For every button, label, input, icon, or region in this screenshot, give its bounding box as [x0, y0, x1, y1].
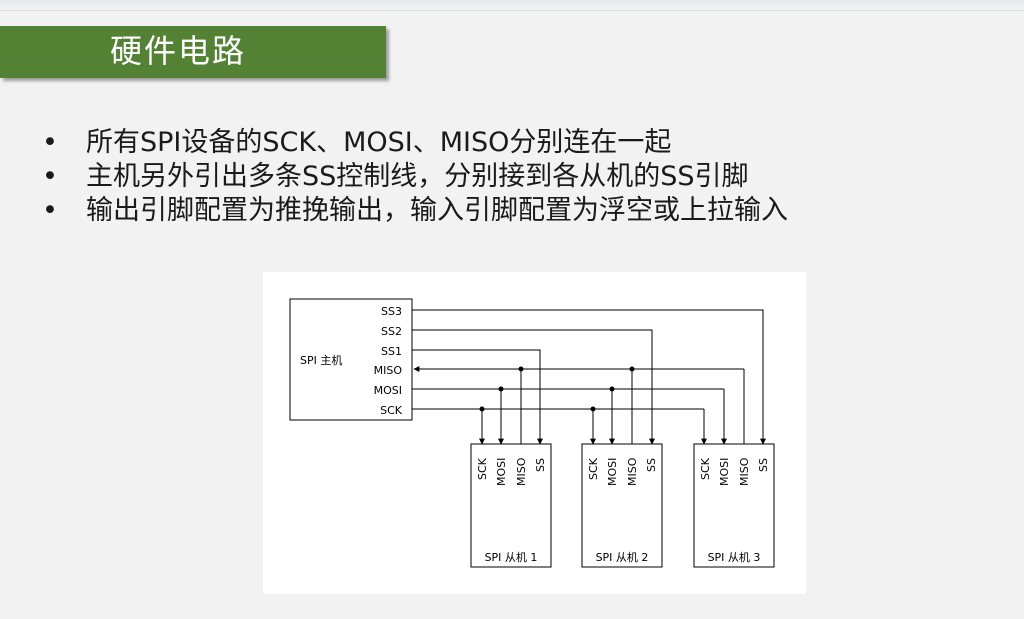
- slave-pin-sck: SCK: [699, 457, 712, 480]
- master-pin-miso: MISO: [374, 364, 403, 377]
- slave-label: SPI 从机 1: [485, 550, 538, 564]
- junction-dot: [629, 366, 635, 372]
- slave-1: SCK MOSI MISO SS SPI 从机 1: [470, 443, 552, 568]
- master-pin-ss3: SS3: [381, 305, 402, 318]
- bullet-symbol: •: [42, 195, 58, 226]
- spi-wiring-diagram: SPI 主机 SS3 SS2 SS1 MISO MOSI SCK: [263, 272, 806, 594]
- slave-box: [693, 443, 775, 568]
- bullet-item: • 输出引脚配置为推挽输出，输入引脚配置为浮空或上拉输入: [38, 194, 788, 228]
- slave-pin-mosi: MOSI: [606, 458, 619, 486]
- junction-dot: [590, 406, 596, 412]
- junction-dot: [498, 386, 504, 392]
- slave-3: SCK MOSI MISO SS SPI 从机 3: [693, 443, 775, 568]
- junction-dot: [479, 406, 485, 412]
- bullet-item: • 所有SPI设备的SCK、MOSI、MISO分别连在一起: [38, 126, 788, 160]
- slave-pin-ss: SS: [757, 458, 770, 472]
- slave-pin-miso: MISO: [515, 457, 528, 486]
- slave-pin-ss: SS: [534, 458, 547, 472]
- diagram-canvas: SPI 主机 SS3 SS2 SS1 MISO MOSI SCK: [289, 298, 775, 568]
- bullet-symbol: •: [42, 127, 58, 158]
- slave-2: SCK MOSI MISO SS SPI 从机 2: [581, 443, 663, 568]
- bullet-list: • 所有SPI设备的SCK、MOSI、MISO分别连在一起 • 主机另外引出多条…: [38, 126, 788, 228]
- master-pin-sck: SCK: [380, 404, 403, 417]
- page-title: 硬件电路: [110, 32, 247, 70]
- slave-pin-ss: SS: [645, 458, 658, 472]
- master-pin-mosi: MOSI: [374, 384, 402, 397]
- wire-ss1: [412, 349, 543, 445]
- wire-ss2: [412, 329, 655, 445]
- bus-wires: [412, 309, 766, 445]
- master-pin-ss2: SS2: [381, 325, 402, 338]
- slave-box: [581, 443, 663, 568]
- slave-pin-sck: SCK: [587, 457, 600, 480]
- slave-pin-sck: SCK: [476, 457, 489, 480]
- wire-ss3: [412, 309, 766, 445]
- slave-pin-miso: MISO: [738, 457, 751, 486]
- slave-label: SPI 从机 3: [708, 550, 761, 564]
- master-box: [289, 298, 413, 421]
- bullet-item: • 主机另外引出多条SS控制线，分别接到各从机的SS引脚: [38, 160, 788, 194]
- master-pin-ss1: SS1: [381, 345, 402, 358]
- title-banner: 硬件电路: [0, 26, 386, 78]
- slave-pin-mosi: MOSI: [495, 458, 508, 486]
- junction-dot: [518, 366, 524, 372]
- slave-label: SPI 从机 2: [596, 550, 649, 564]
- slave-pin-mosi: MOSI: [718, 458, 731, 486]
- bullet-text: 主机另外引出多条SS控制线，分别接到各从机的SS引脚: [86, 161, 749, 192]
- master-label: SPI 主机: [300, 353, 342, 367]
- junction-dots: [479, 366, 635, 412]
- junction-dot: [609, 386, 615, 392]
- bullet-symbol: •: [42, 161, 58, 192]
- bullet-text: 所有SPI设备的SCK、MOSI、MISO分别连在一起: [86, 127, 672, 158]
- slave-pin-miso: MISO: [626, 457, 639, 486]
- top-bar: [0, 0, 1024, 11]
- slave-box: [470, 443, 552, 568]
- bullet-text: 输出引脚配置为推挽输出，输入引脚配置为浮空或上拉输入: [86, 195, 788, 226]
